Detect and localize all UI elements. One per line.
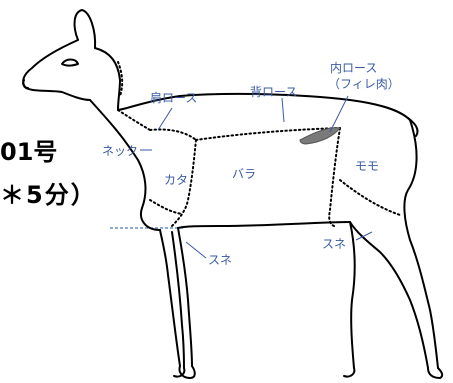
leader-serosu (281, 97, 285, 123)
leader-lines (140, 95, 373, 259)
label-kata: カタ (164, 173, 188, 187)
leader-sune-front (185, 241, 207, 259)
deer-outline (22, 9, 444, 379)
deer-belly (177, 221, 351, 229)
background-text-fragment-1: 01号 (0, 138, 58, 166)
label-uchi-rosu: 内ロース (330, 61, 377, 75)
label-momo: モモ (355, 159, 379, 173)
deer-head (22, 39, 91, 101)
label-sune-back: スネ (322, 237, 346, 251)
deer-eye (61, 58, 79, 67)
leader-fillet (329, 95, 349, 133)
deer-neck-front (89, 99, 161, 231)
label-fillet: （フィレ肉） (328, 77, 400, 91)
leader-katarosu (157, 107, 173, 131)
label-neck: ネック (102, 144, 138, 158)
label-sune-front: スネ (208, 253, 232, 267)
leader-sune-back (355, 231, 373, 241)
deer-rump (403, 119, 439, 369)
fillet-region (299, 127, 341, 145)
background-text-fragment-2: ＊5分） (0, 181, 97, 209)
deer-front-leg (177, 227, 193, 367)
deer-back (117, 92, 411, 121)
cut-lines (117, 61, 401, 227)
label-se-rosu: 背ロース (250, 85, 297, 99)
label-bara: バラ (232, 167, 256, 181)
label-kata-rosu: 肩ロース (150, 90, 197, 105)
deer-ear (73, 9, 97, 49)
